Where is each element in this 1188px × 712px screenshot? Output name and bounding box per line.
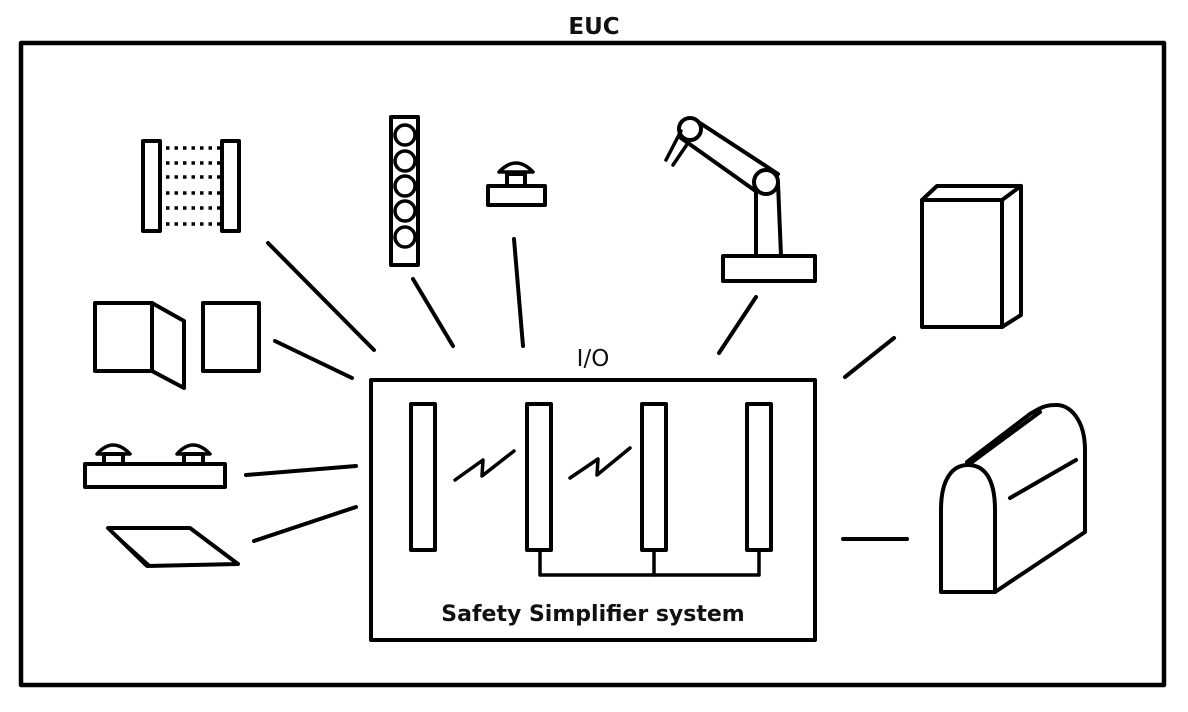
safety-simplifier-system: Safety Simplifier system	[369, 378, 817, 642]
euc-title: EUC	[568, 14, 619, 40]
two-hand-control-icon	[83, 443, 227, 489]
emergency-stop-icon	[486, 161, 547, 207]
wireless-link-icon	[568, 446, 632, 480]
system-box	[369, 378, 817, 642]
system-module-3	[640, 402, 668, 552]
system-module-2	[525, 402, 553, 552]
connector-door-switch	[273, 339, 354, 380]
robot-arm-icon	[664, 116, 817, 283]
door-switch-icon	[93, 301, 261, 390]
io-label: I/O	[577, 346, 610, 372]
connector-safety-mat	[252, 505, 358, 543]
wireless-link-icon	[453, 449, 516, 482]
signal-tower-icon	[389, 115, 420, 267]
connector-robot-arm	[717, 295, 758, 355]
cabinet-icon	[920, 184, 1023, 329]
system-label: Safety Simplifier system	[441, 602, 744, 627]
connector-signal-tower	[411, 277, 455, 348]
light-curtain-icon	[141, 139, 241, 233]
connector-light-curtain	[266, 241, 376, 352]
safety-mat-icon	[106, 526, 240, 568]
connector-cabinet	[843, 336, 896, 379]
wired-bus	[538, 548, 761, 577]
system-module-1	[409, 402, 437, 552]
machine-enclosure-icon	[939, 403, 1087, 594]
euc-boundary	[18, 40, 1167, 688]
system-module-4	[745, 402, 773, 552]
connector-two-hand-control	[244, 464, 358, 477]
connector-emergency-stop	[512, 237, 525, 348]
